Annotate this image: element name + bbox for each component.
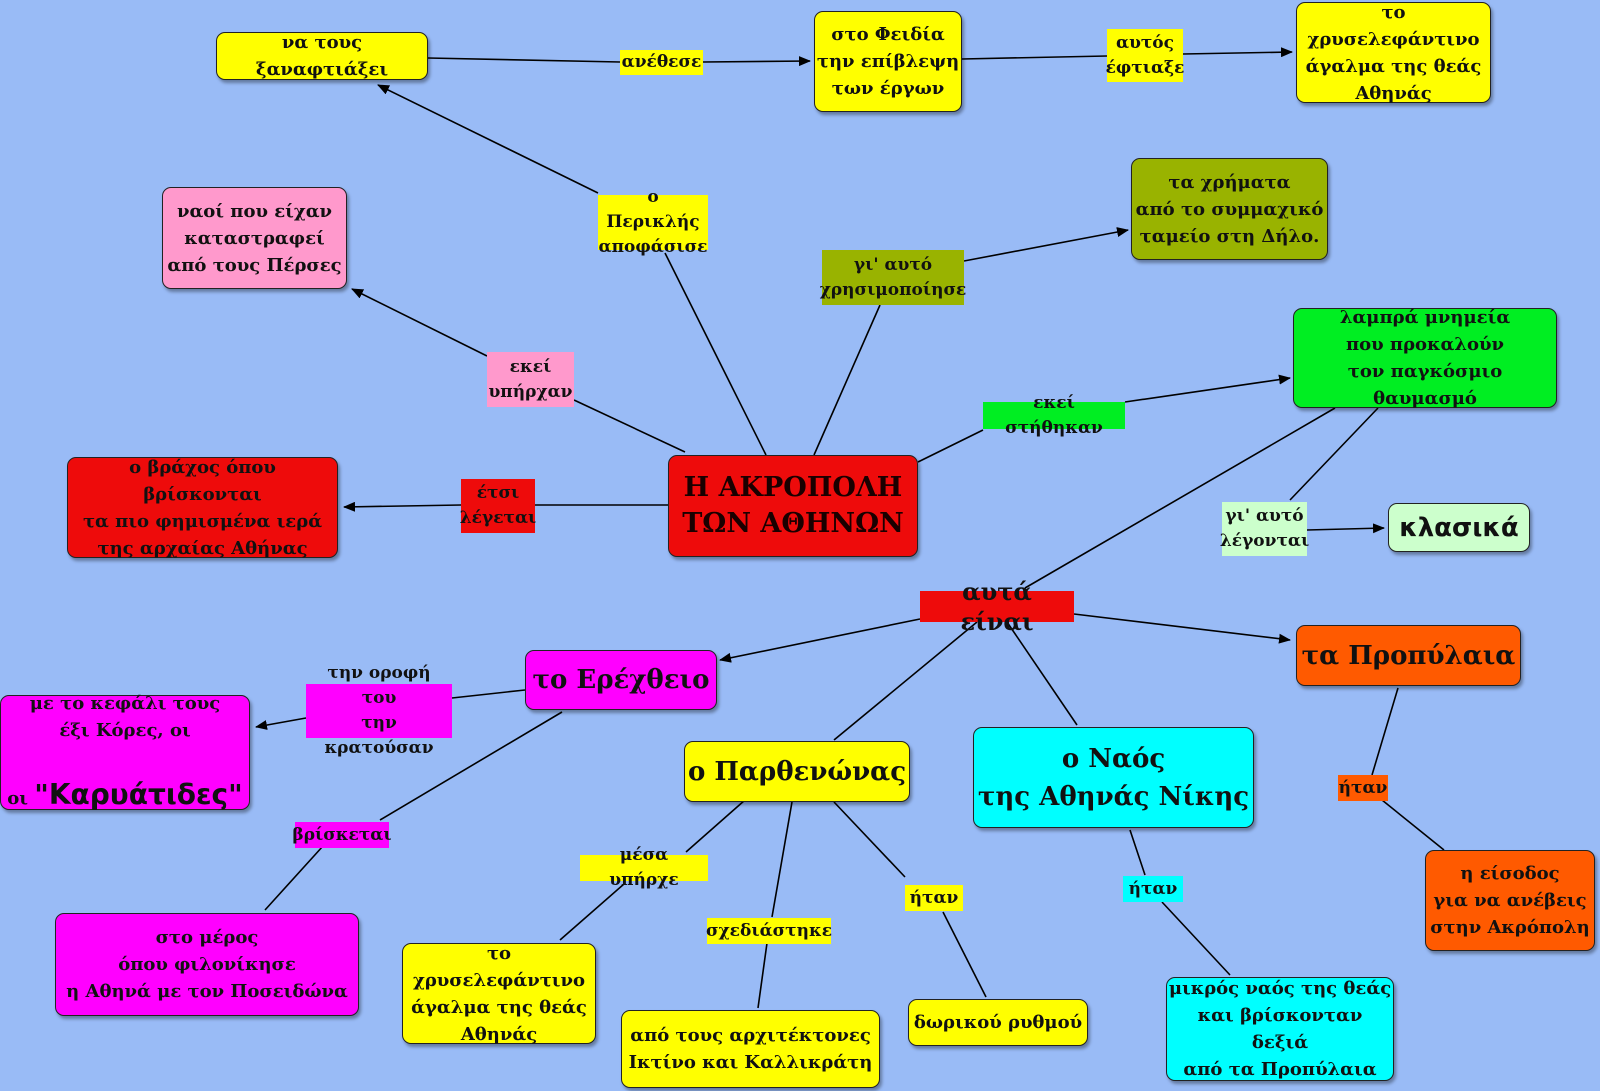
label-orofi: την οροφή του την κρατούσαν — [306, 663, 452, 758]
label-etsi-legetai: έτσι λέγεται — [460, 479, 536, 533]
karyatides-name-line: οι "Καρυάτιδες" — [7, 744, 242, 816]
node-chryselephantine-top: το χρυσελεφάντινο άγαλμα της θεάς Αθηνάς — [1296, 2, 1491, 104]
line-afta-erechtheio — [719, 618, 921, 663]
line-erechtheio-orofi — [451, 689, 526, 699]
label-gi-afto-xrisimopoiise: γι' αυτό χρησιμοποίησε — [820, 250, 966, 305]
line-vrisketai-meros — [264, 845, 324, 911]
node-xanaftiaxei: να τους ξαναφτιάξει — [216, 32, 428, 80]
line-acropolis-periklis — [664, 252, 767, 456]
label-vrisketai: βρίσκεται — [292, 822, 392, 848]
label-afta-einai: αυτά είναι — [920, 577, 1074, 636]
node-feidia: στο Φειδία την επίβλεψη των έργων — [814, 11, 962, 112]
line-itan-mikros — [1161, 901, 1231, 976]
karyatides-name: "Καρυάτιδες" — [34, 777, 243, 811]
line-erechtheio-vrisketai — [379, 711, 563, 821]
line-mnimeia-afta — [1024, 407, 1336, 589]
node-klasika: κλασικά — [1388, 503, 1530, 552]
line-ekei-naoi — [351, 288, 488, 357]
line-acropolis-stithikan — [917, 429, 984, 463]
line-nike-itan — [1129, 829, 1146, 876]
label-aftos-eftiaxe: αυτός έφτιαξε — [1106, 29, 1184, 82]
line-schediastike-architektones — [757, 942, 768, 1009]
node-meros: στο μέρος όπου φιλονίκησε η Αθηνά με τον… — [55, 913, 359, 1016]
line-afta-nike — [1006, 621, 1078, 726]
node-architektones: από τους αρχιτέκτονες Ικτίνο και Καλλικρ… — [621, 1010, 880, 1088]
node-chryselephantine-bottom: το χρυσελεφάντινο άγαλμα της θεάς Αθηνάς — [402, 943, 596, 1045]
line-propylaia-itan — [1371, 687, 1399, 776]
line-acropolis-giafto — [813, 304, 881, 456]
line-itan-dorikou — [942, 911, 987, 998]
node-erechtheio: το Ερέχθειο — [525, 650, 717, 710]
line-feidia-aftos — [961, 55, 1108, 60]
line-etsi-vrachos — [343, 501, 462, 512]
label-itan-propylaia: ήταν — [1338, 775, 1388, 801]
line-acropolis-ekei — [573, 399, 686, 453]
node-eisodos: η είσοδος για να ανέβεις στην Ακρόπολη — [1425, 850, 1595, 951]
line-parthenon-itan — [833, 801, 906, 878]
node-acropolis: Η ΑΚΡΟΠΟΛΗ ΤΩΝ ΑΘΗΝΩΝ — [668, 455, 918, 557]
label-itan-parthenon: ήταν — [905, 885, 963, 911]
label-schediastike: σχεδιάστηκε — [706, 918, 832, 944]
node-propylaia: τα Προπύλαια — [1296, 625, 1521, 686]
line-xanaftiaxei-anethese — [427, 57, 621, 63]
node-mnimeia: λαμπρά μνημεία που προκαλούν τον παγκόσμ… — [1293, 307, 1557, 409]
label-gi-afto-legontai: γι' αυτό λέγονται — [1220, 502, 1309, 556]
node-parthenon: ο Παρθενώνας — [684, 741, 910, 802]
label-ekei-ypirchan: εκεί υπήρχαν — [487, 352, 574, 407]
node-naoi: ναοί που είχαν καταστραφεί από τους Πέρσ… — [162, 187, 347, 289]
line-parthenon-mesa — [685, 799, 746, 853]
node-mikros: μικρός ναός της θεάς και βρίσκονταν δεξι… — [1166, 977, 1394, 1081]
karyatides-text: με το κεφάλι τους έξι Κόρες, οι — [29, 692, 221, 741]
line-stithikan-mnimeia — [1124, 374, 1291, 403]
node-xrimata: τα χρήματα από το συμμαχικό ταμείο στη Δ… — [1131, 158, 1328, 260]
label-anethese: ανέθεσε — [620, 50, 703, 75]
node-nike: ο Ναός της Αθηνάς Νίκης — [973, 727, 1254, 828]
label-mesa-ypirche: μέσα υπήρχε — [580, 845, 708, 890]
node-dorikou: δωρικού ρυθμού — [908, 999, 1088, 1046]
line-parthenon-schediastike — [771, 801, 793, 918]
label-itan-nike: ήταν — [1123, 876, 1183, 902]
node-vrachos: ο βράχος όπου βρίσκονται τα πιο φημισμέν… — [67, 457, 338, 559]
line-mnimeia-giafto-legontai — [1289, 407, 1379, 501]
line-mesa-chryselephantine — [559, 883, 625, 941]
node-karyatides: με το κεφάλι τους έξι Κόρες, οι οι "Καρυ… — [0, 693, 250, 811]
karyatides-prefix: οι — [7, 787, 35, 809]
line-giafto-legontai-klasika — [1306, 523, 1385, 534]
line-anethese-feidia — [702, 56, 811, 67]
line-orofi-karyatides — [255, 717, 307, 730]
line-afta-parthenon — [833, 621, 978, 741]
line-periklis-xanaftiaxei — [377, 84, 599, 194]
line-giafto-xrimata — [963, 227, 1129, 262]
line-itan-eisodos — [1381, 799, 1445, 851]
label-periklis: ο Περικλής αποφάσισε — [598, 187, 708, 257]
label-ekei-stithikan: εκεί στήθηκαν — [983, 393, 1125, 438]
line-aftos-chryselephantine — [1182, 47, 1293, 58]
line-afta-propylaia — [1073, 613, 1291, 644]
